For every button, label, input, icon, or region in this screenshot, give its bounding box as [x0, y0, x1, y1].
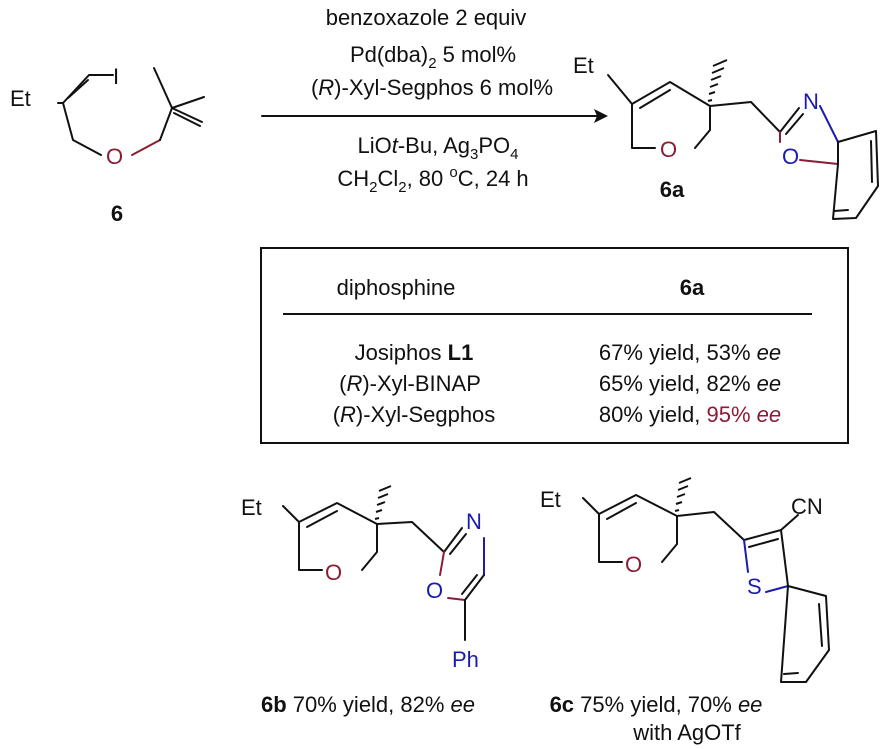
6a-ring-oxygen-label: O [660, 137, 677, 162]
6c-nitrile-label: CN [791, 494, 823, 519]
table-row-2-ligand: (R)-Xyl-BINAP [339, 371, 481, 396]
results-table: diphosphine 6a Josiphos L1 67% yield, 53… [260, 247, 849, 444]
6c-ring-oxygen-label: O [625, 552, 642, 577]
product-6c: Et O S CN 6c 75% yield, 70% ee with AgOT… [540, 477, 830, 745]
substrate-6: Et I O 6 [10, 64, 205, 226]
6b-oxazole-n-label: N [466, 509, 482, 534]
6c-note: with AgOTf [632, 720, 741, 745]
product-6b: Et O N O Ph 6b 70% yield, 82% ee [241, 485, 485, 717]
6b-oxazole-o-label: O [426, 578, 443, 603]
reagent-line: benzoxazole 2 equiv [326, 5, 527, 30]
6a-ethyl-label: Et [573, 53, 594, 78]
substrate-iodo-label: I [113, 64, 119, 89]
6c-stereo-hash [674, 477, 692, 512]
table-row-3-ligand: (R)-Xyl-Segphos [333, 402, 496, 427]
substrate-oxygen-label: O [106, 144, 123, 169]
solvent-line: CH2Cl2, 80 oC, 24 h [337, 164, 528, 196]
6a-azole-n-label: N [803, 89, 819, 114]
reaction-conditions: benzoxazole 2 equiv Pd(dba)2 5 mol% (R)-… [261, 5, 608, 196]
6b-ethyl-label: Et [241, 495, 262, 520]
6b-caption: 6b 70% yield, 82% ee [261, 692, 475, 717]
base-line: LiOt-Bu, Ag3PO4 [357, 133, 518, 163]
substrate-ethyl-label: Et [10, 86, 31, 111]
substrate-label: 6 [111, 201, 123, 226]
table-frame [260, 247, 849, 444]
6b-phenyl-label: Ph [452, 647, 479, 672]
table-header-result: 6a [680, 275, 705, 300]
6c-ethyl-label: Et [540, 487, 561, 512]
product-6a: Et O N O 6a [573, 53, 879, 220]
6a-azole-o-label: O [782, 144, 799, 169]
6c-thiophene-s-label: S [747, 574, 762, 599]
table-row-2-result: 65% yield, 82% ee [599, 371, 781, 396]
catalyst-line: Pd(dba)2 5 mol% [350, 42, 516, 72]
arrow-head-icon [594, 109, 608, 123]
6a-label: 6a [660, 177, 685, 202]
ligand-line: (R)-Xyl-Segphos 6 mol% [311, 75, 553, 100]
6b-ring-oxygen-label: O [325, 560, 342, 585]
6a-stereo-hash [707, 59, 728, 102]
6b-stereo-hash [374, 485, 392, 520]
6c-caption: 6c 75% yield, 70% ee [550, 692, 763, 717]
table-row-1-ligand: Josiphos L1 [355, 340, 474, 365]
table-row-1-result: 67% yield, 53% ee [599, 340, 781, 365]
table-row-3-result: 80% yield, 95% ee [599, 402, 781, 427]
highlight-ee-value: 95% [706, 402, 756, 427]
table-header-ligand: diphosphine [337, 275, 456, 300]
